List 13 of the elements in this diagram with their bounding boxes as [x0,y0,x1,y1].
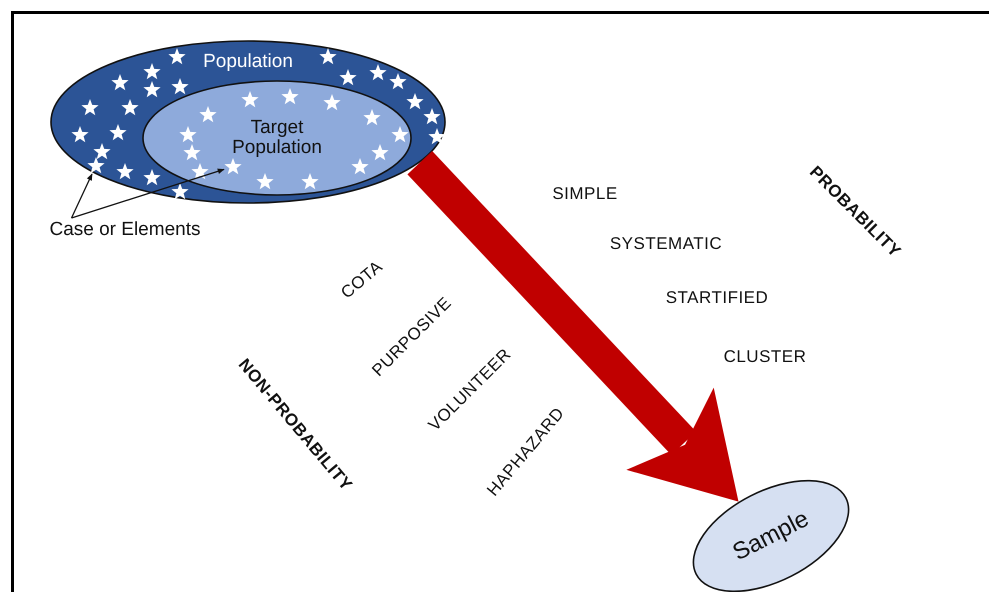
leader-arrow [70,173,93,218]
method-label: STARTIFIED [666,288,768,308]
star-icon [224,158,242,175]
population-ellipse [142,80,412,196]
leader-arrow [71,168,225,219]
star-icon [87,157,105,174]
method-label: SIMPLE [552,184,618,204]
node-label: Population [203,52,293,72]
callout-text: Case or Elements [49,220,200,240]
block-arrow [407,151,738,502]
method-label: SYSTEMATIC [610,234,722,254]
node-label: Target Population [231,118,323,158]
method-label: CLUSTER [724,347,806,367]
